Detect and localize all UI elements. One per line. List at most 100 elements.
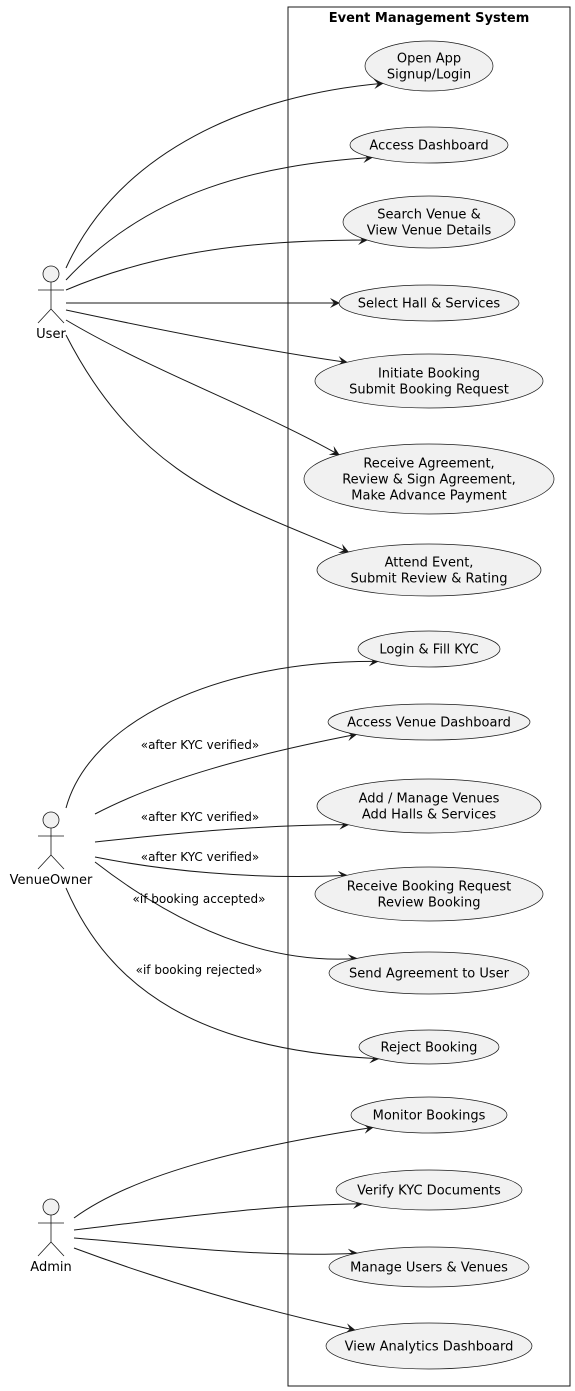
actor-admin: Admin: [30, 1198, 72, 1275]
actor-label: User: [36, 327, 66, 342]
use-case-label: Submit Review & Rating: [351, 572, 508, 587]
use-case-label: Receive Booking Request: [347, 880, 511, 895]
use-case-label: Make Advance Payment: [351, 489, 506, 504]
stereotype-label: «if booking accepted»: [133, 892, 266, 906]
system-boundary-rect: [287, 6, 571, 1387]
actor-left-leg: [37, 308, 52, 324]
actor-right-leg: [50, 1241, 65, 1257]
use-case-label: View Venue Details: [367, 224, 492, 239]
actor-label: VenueOwner: [10, 873, 93, 888]
use-case-uc13: Reject Booking: [358, 1029, 500, 1065]
actor-head: [42, 1198, 60, 1216]
use-case-label: View Analytics Dashboard: [345, 1340, 514, 1355]
actor-right-leg: [50, 854, 65, 870]
actor-label: Admin: [30, 1260, 71, 1275]
use-case-ellipse: [350, 1096, 508, 1134]
association-user-uc1: [65, 79, 384, 269]
actor-venue_owner: VenueOwner: [10, 811, 93, 888]
use-case-uc17: View Analytics Dashboard: [325, 1322, 533, 1370]
use-case-ellipse: [314, 353, 544, 409]
association-venue_owner-uc12: [94, 861, 358, 965]
system-title: Event Management System: [329, 11, 530, 26]
actor-head: [42, 265, 60, 283]
actor-right-leg: [50, 308, 65, 324]
use-case-label: Review Booking: [378, 896, 481, 911]
use-case-ellipse: [303, 443, 555, 515]
system-boundary: Event Management System: [287, 6, 571, 1387]
use-case-ellipse: [328, 1246, 530, 1288]
use-case-label: Initiate Booking: [378, 367, 480, 382]
use-case-label: Signup/Login: [387, 68, 471, 83]
use-case-ellipse: [364, 40, 494, 92]
use-case-ellipse: [314, 866, 544, 922]
use-case-uc15: Verify KYC Documents: [335, 1169, 523, 1211]
use-case-label: Access Dashboard: [369, 139, 488, 154]
use-case-ellipse: [349, 126, 509, 164]
association-admin-uc14: [73, 1123, 374, 1219]
use-case-label: Add / Manage Venues: [359, 792, 500, 807]
stereotype-label: «if booking rejected»: [136, 963, 263, 977]
association-admin-uc15: [73, 1198, 364, 1231]
use-case-uc9: Access Venue Dashboard: [327, 703, 531, 741]
stereotype-label: «after KYC verified»: [141, 810, 260, 824]
use-case-label: Search Venue &: [377, 208, 480, 223]
use-case-ellipse: [358, 1029, 500, 1065]
actor-left-leg: [37, 1241, 52, 1257]
use-case-label: Review & Sign Agreement,: [342, 473, 516, 488]
use-case-ellipse: [327, 703, 531, 741]
use-case-uc12: Send Agreement to User: [328, 951, 530, 995]
association-user-uc5: [65, 309, 348, 367]
associations: «after KYC verified» «after KYC verified»…: [65, 79, 384, 1334]
use-case-label: Monitor Bookings: [373, 1109, 486, 1124]
use-case-ellipse: [316, 778, 542, 834]
association-user-uc7: [65, 334, 350, 554]
use-case-label: Access Venue Dashboard: [347, 716, 511, 731]
association-user-uc6: [65, 319, 340, 456]
association-venue_owner-uc10: [94, 819, 350, 843]
use-case-label: Send Agreement to User: [349, 967, 510, 982]
use-case-label: Login & Fill KYC: [379, 643, 478, 658]
use-case-uc3: Search Venue &View Venue Details: [342, 195, 516, 249]
use-case-label: Add Halls & Services: [362, 808, 496, 823]
use-case-ellipse: [325, 1322, 533, 1370]
association-user-uc2: [65, 153, 374, 281]
association-venue_owner-uc11: [94, 856, 348, 881]
association-user-uc3: [65, 234, 369, 291]
use-case-uc7: Attend Event,Submit Review & Rating: [316, 543, 542, 597]
use-case-label: Reject Booking: [381, 1041, 478, 1056]
actor-user: User: [36, 265, 66, 342]
stereotype-label: «after KYC verified»: [141, 850, 260, 864]
use-case-uc2: Access Dashboard: [349, 126, 509, 164]
use-case-ellipse: [335, 1169, 523, 1211]
use-case-ellipse: [342, 195, 516, 249]
use-case-ellipse: [338, 284, 520, 322]
use-case-uc16: Manage Users & Venues: [328, 1246, 530, 1288]
use-case-label: Receive Agreement,: [363, 457, 494, 472]
stereotype-label: «after KYC verified»: [141, 738, 260, 752]
association-venue_owner-uc9: [94, 731, 358, 815]
use-case-label: Verify KYC Documents: [357, 1184, 501, 1199]
use-case-uc4: Select Hall & Services: [338, 284, 520, 322]
use-case-uc6: Receive Agreement,Review & Sign Agreemen…: [303, 443, 555, 515]
use-case-uc14: Monitor Bookings: [350, 1096, 508, 1134]
actor-head: [42, 811, 60, 829]
association-admin-uc16: [73, 1237, 358, 1259]
use-case-uc8: Login & Fill KYC: [357, 630, 501, 668]
association-admin-uc17: [73, 1247, 356, 1334]
use-case-ellipse: [357, 630, 501, 668]
actor-left-leg: [37, 854, 52, 870]
use-case-label: Submit Booking Request: [349, 383, 509, 398]
use-case-ellipse: [328, 951, 530, 995]
use-case-label: Open App: [397, 52, 461, 67]
association-venue_owner-uc8: [65, 656, 379, 809]
use-case-ellipse: [316, 543, 542, 597]
association-venue_owner-uc13: [65, 887, 380, 1064]
use-case-label: Select Hall & Services: [358, 297, 501, 312]
